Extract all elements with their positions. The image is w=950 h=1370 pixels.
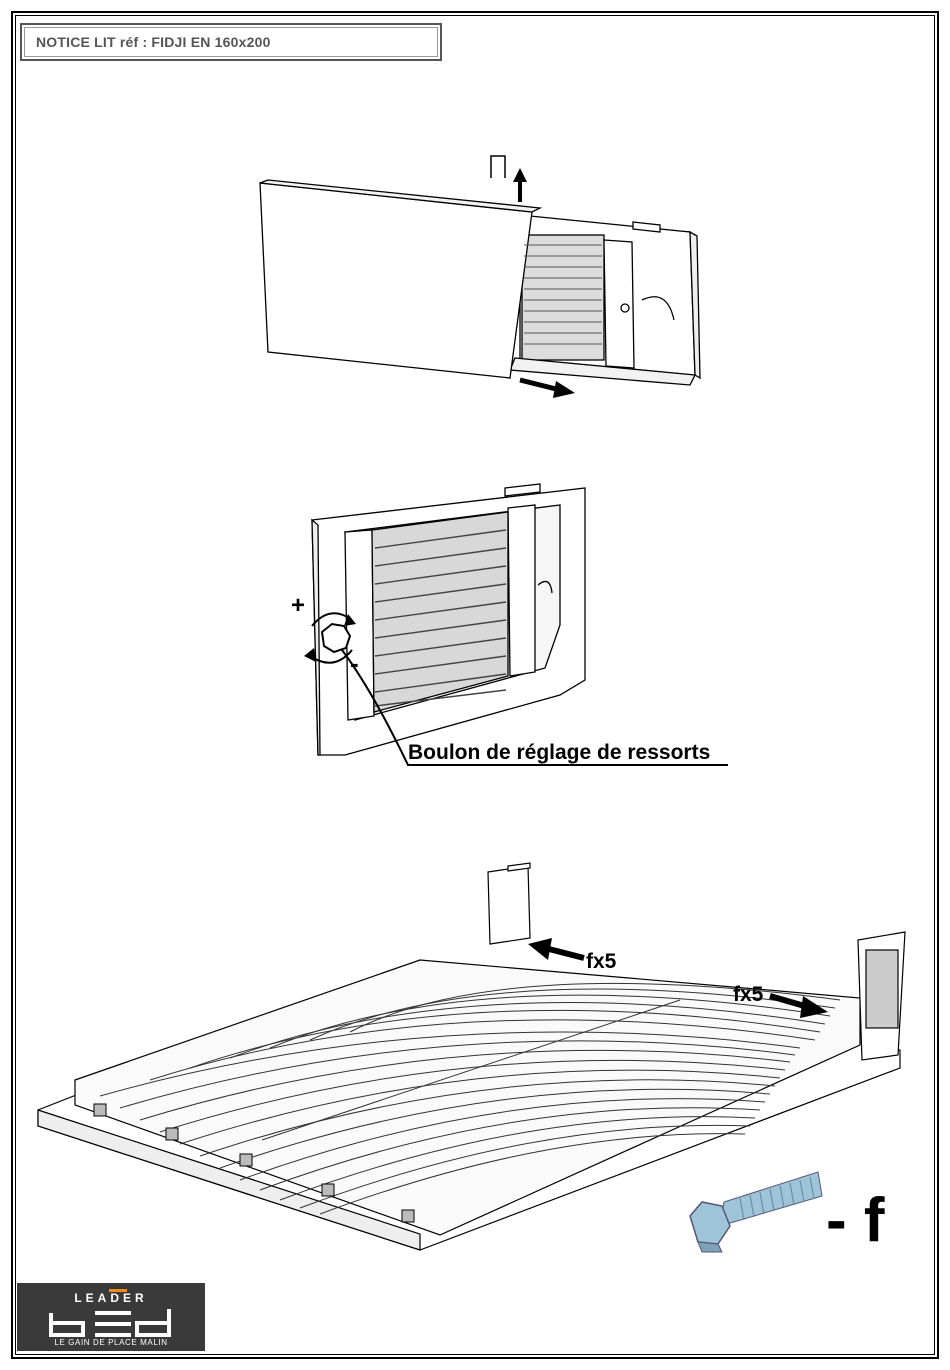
bolt-icon — [690, 1172, 822, 1252]
slat-count-right: fx5 — [733, 983, 763, 1007]
arrow-left-icon — [528, 938, 584, 960]
part-code: - f — [826, 1190, 885, 1252]
logo-tagline: LE GAIN DE PLACE MALIN — [17, 1338, 205, 1347]
spring-panel-right — [866, 950, 898, 1028]
slat-count-left: fx5 — [586, 950, 616, 974]
leaderbed-logo: LEADER LE GAIN DE PLACE MALIN — [17, 1283, 205, 1351]
